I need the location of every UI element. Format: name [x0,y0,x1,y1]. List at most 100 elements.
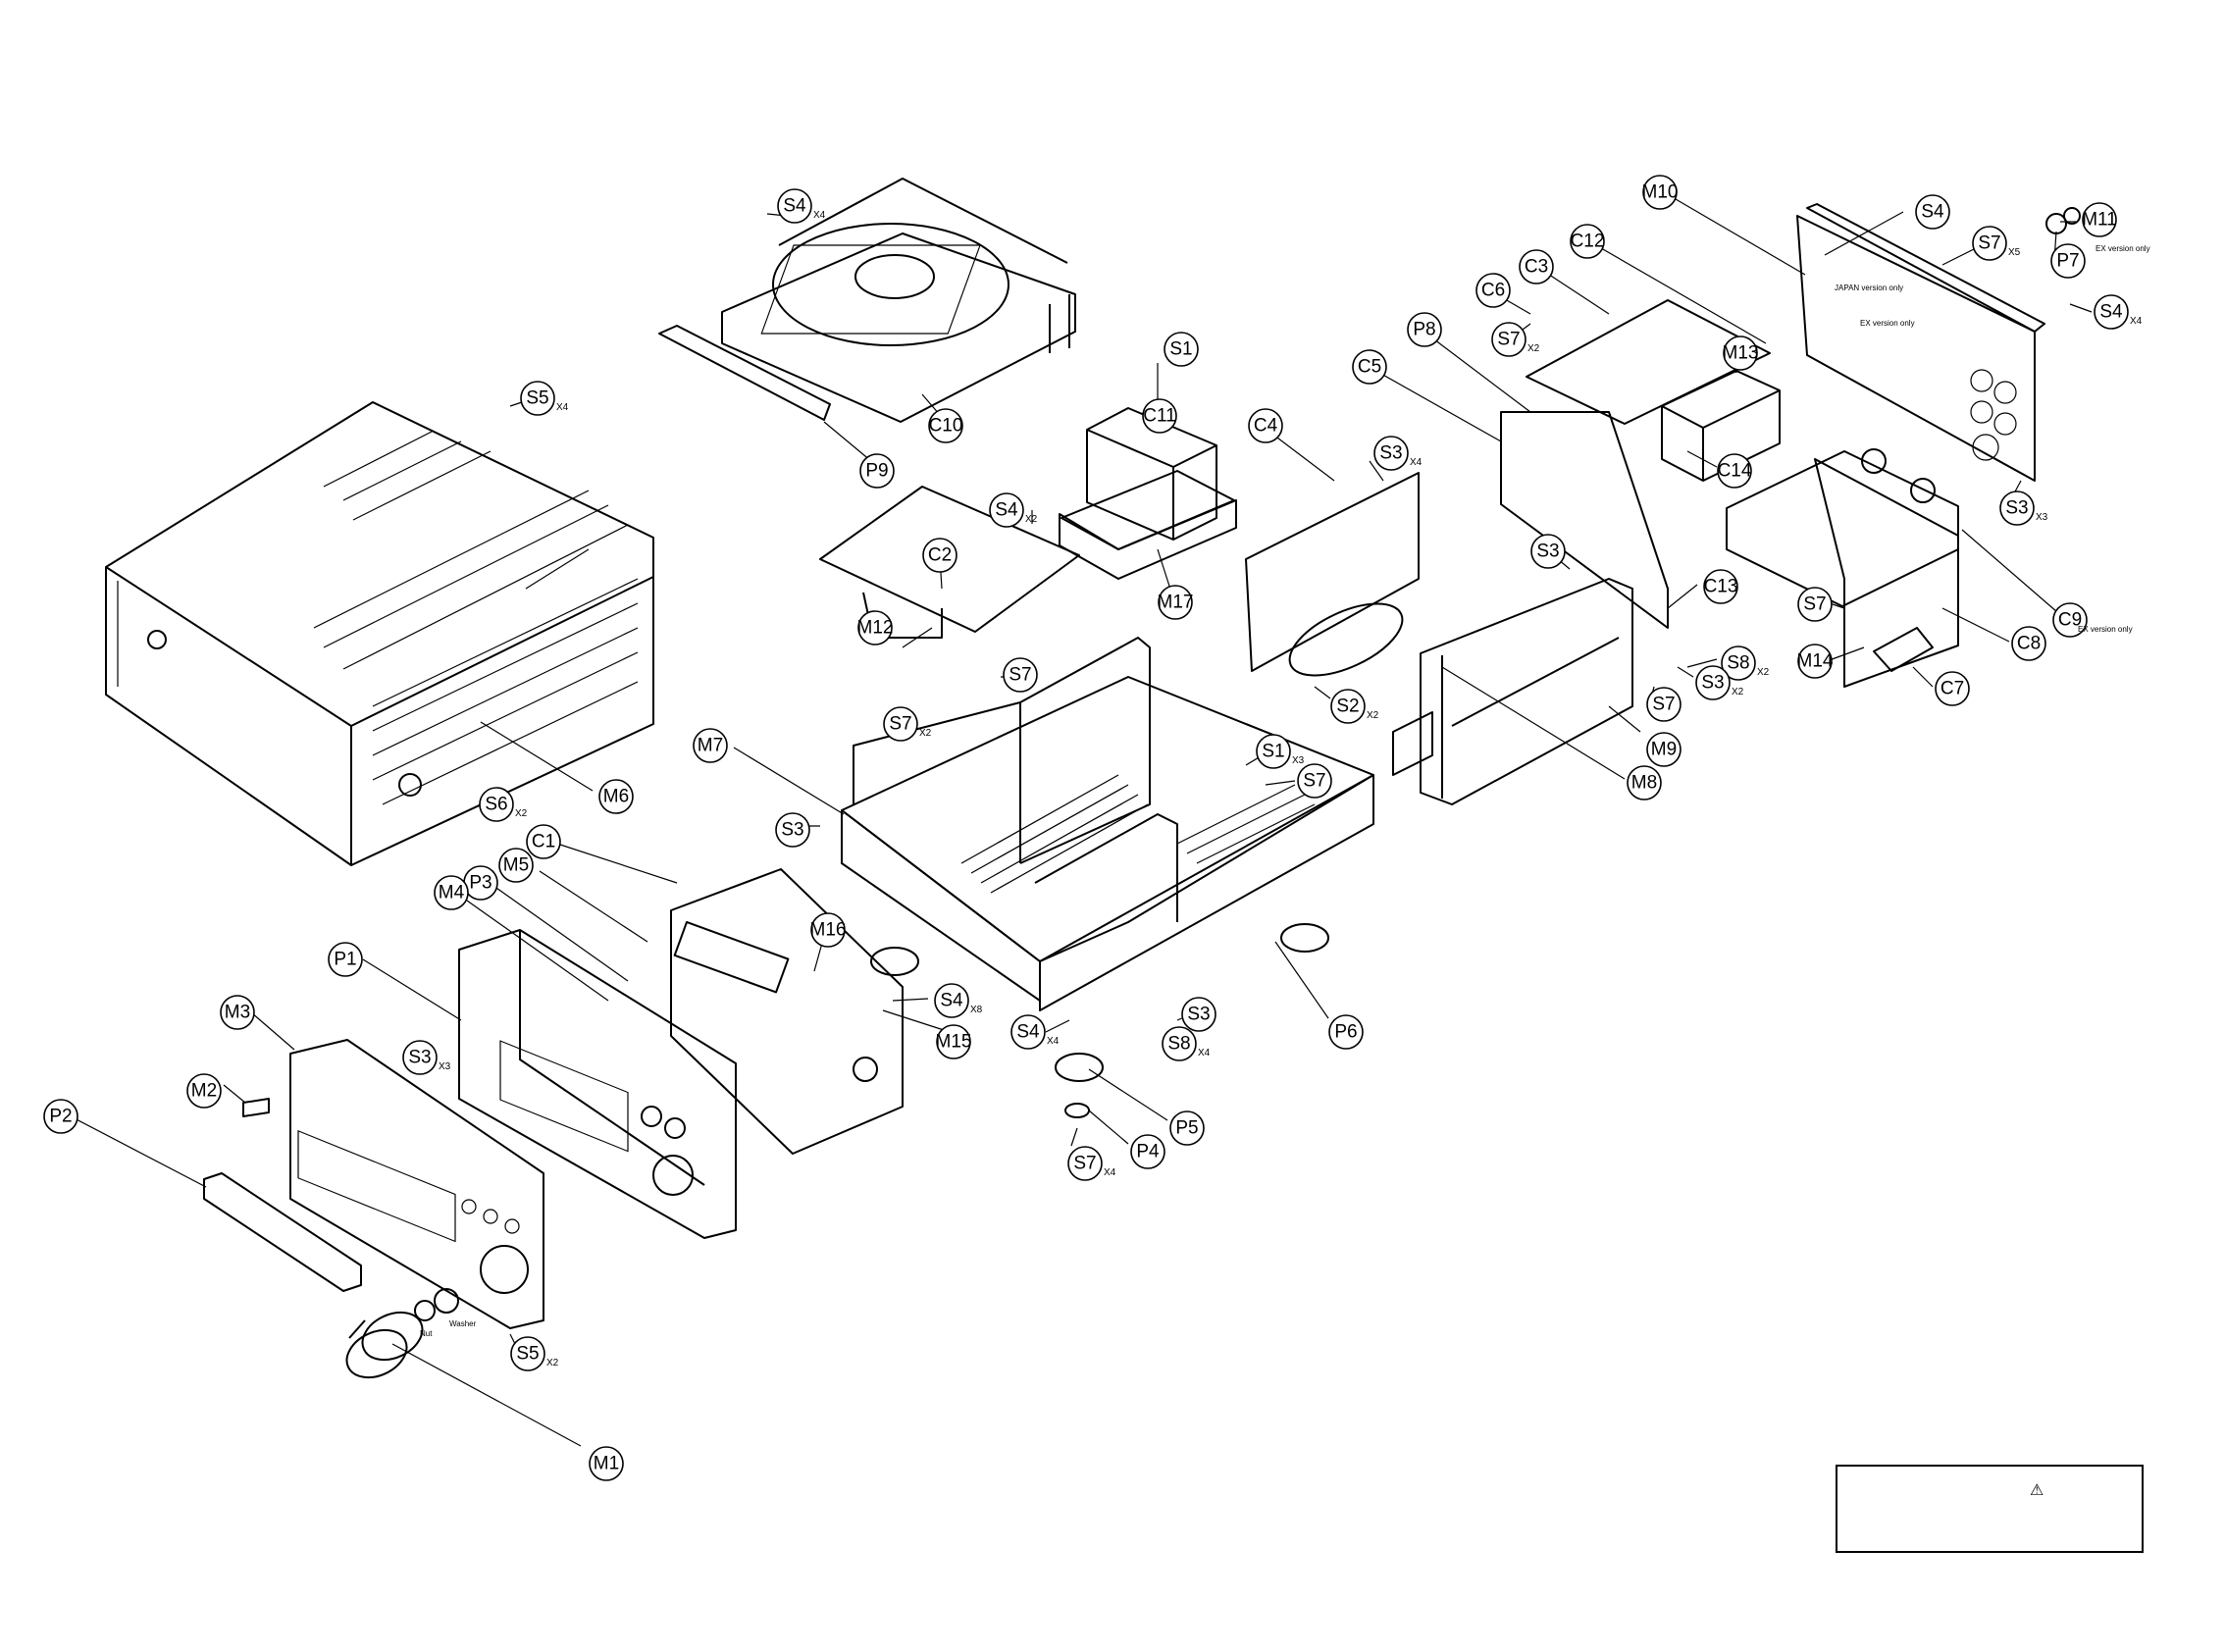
label-text: S8 [1167,1034,1190,1055]
label-bubble [498,848,534,883]
top-cover [105,401,654,866]
rear-panel [1796,203,2045,482]
label-bubble [1972,226,2007,261]
label-text: S3 [781,820,803,841]
label-bubble [1723,336,1758,371]
part-label-c4: C4 [1248,408,1283,443]
label-bubble [1067,1146,1103,1181]
label-text: M17 [1158,593,1194,613]
label-bubble [1407,312,1442,347]
label-quantity: X3 [439,1061,451,1072]
label-text: S3 [1187,1005,1210,1025]
label-quantity: X4 [1410,457,1423,468]
foot [870,947,919,976]
digital-pcb [1526,299,1771,425]
front-pcb [670,868,904,1155]
part-label-c9: C9 [2052,602,2088,638]
label-text: M1 [594,1454,619,1474]
part-label-m10: M10 [1642,175,1678,210]
cd-mechanism [721,178,1076,423]
label-bubble [810,912,846,948]
part-label-c14: C14 [1717,453,1752,489]
part-label-c10: C10 [928,408,963,443]
foot [1280,923,1329,953]
label-text: S1 [1262,742,1284,762]
warning-triangle-icon: ⚠ [2030,1480,2044,1499]
label-bubble [1164,332,1199,367]
label-text: M8 [1631,773,1657,794]
label-text: P6 [1334,1022,1357,1043]
label-text: S3 [408,1048,431,1068]
label-bubble [1297,763,1332,799]
label-bubble [43,1099,78,1134]
label-quantity: X4 [556,402,569,413]
label-bubble [2082,202,2117,237]
label-bubble [1695,665,1731,700]
label-bubble [598,779,634,814]
label-text: C3 [1525,257,1548,278]
part-label-s7: S7 [1646,687,1682,722]
part-label-m16: M16 [810,912,846,948]
leader-lines [70,191,2093,1447]
part-label-m6: M6 [598,779,634,814]
label-bubble [1797,644,1833,679]
label-bubble [1328,1014,1364,1050]
label-bubble [928,408,963,443]
label-bubble [1646,732,1682,767]
input-pcb [1726,448,1959,688]
label-text: C8 [2017,634,2041,654]
note-washer: Washer [449,1319,477,1328]
power-transformer [1059,407,1237,580]
label-bubble [479,787,514,822]
label-quantity: X8 [970,1005,983,1015]
label-bubble [1721,645,1756,681]
label-bubble [1158,585,1193,620]
label-text: S7 [1303,771,1325,792]
label-quantity: X2 [1732,687,1744,697]
label-bubble [1703,569,1738,604]
label-text: P2 [49,1107,72,1127]
label-bubble [1797,587,1833,622]
label-bubble [1003,657,1038,693]
label-bubble [936,1024,971,1059]
label-bubble [857,610,893,645]
label-quantity: X5 [2008,247,2021,258]
label-bubble [1010,1014,1046,1050]
connector-m11-inner [2063,207,2081,225]
label-text: S3 [1701,673,1724,694]
label-bubble [2052,602,2088,638]
label-text: P4 [1136,1142,1160,1162]
label-bubble [1330,689,1366,724]
label-bubble [1627,765,1662,800]
label-text: M13 [1723,343,1759,364]
label-text: S7 [1073,1154,1096,1174]
tuner-module [1661,370,1781,482]
label-text: C4 [1254,416,1278,437]
label-text: S3 [1379,443,1402,464]
part-label-m13: M13 [1723,336,1759,371]
label-text: S7 [1497,330,1520,350]
label-bubble [1248,408,1283,443]
label-bubble [922,538,957,573]
part-label-c12: C12 [1570,224,1605,259]
part-label-m2: M2 [186,1073,222,1109]
label-text: M9 [1651,740,1677,760]
window-m2 [242,1098,270,1117]
part-label-s3: S3 [1181,997,1216,1032]
label-quantity: X4 [1047,1036,1060,1047]
label-text: M7 [698,736,723,756]
label-quantity: X4 [1104,1167,1116,1178]
label-quantity: X2 [919,728,932,739]
label-text: M14 [1797,651,1834,672]
power-pcb [1500,411,1669,629]
part-label-p1: P1 [328,942,363,977]
